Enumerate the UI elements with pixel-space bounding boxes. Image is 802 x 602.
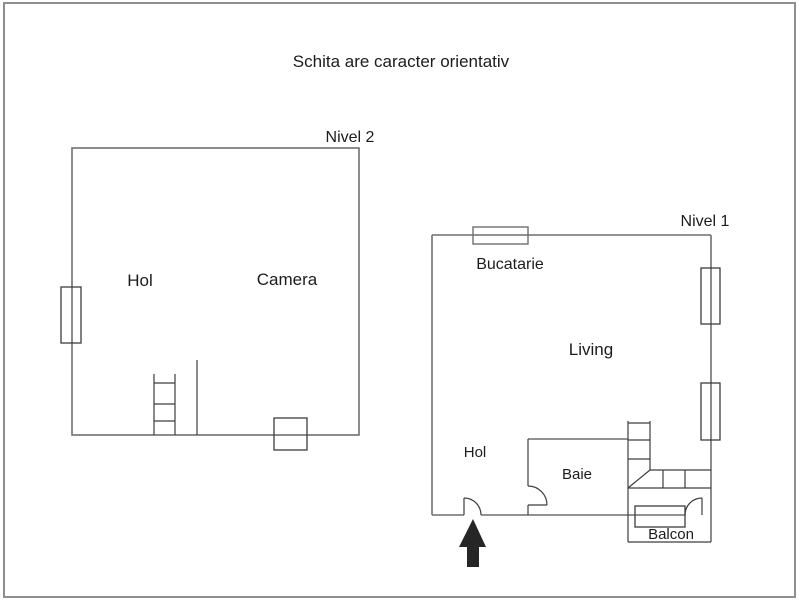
stairs <box>627 421 711 489</box>
level1-bucatarie-label: Bucatarie <box>476 256 544 273</box>
level1-right-window-lower <box>700 382 721 441</box>
baie-room-walls <box>527 438 628 515</box>
balcony <box>627 488 711 543</box>
level1-kitchen-window <box>472 226 529 245</box>
level1-plan <box>431 226 721 567</box>
level2-label: Nivel 2 <box>325 129 375 146</box>
level1-right-window-upper <box>700 267 721 325</box>
level1-baie-label: Baie <box>561 466 593 483</box>
level1-hol-label: Hol <box>463 444 487 461</box>
level2-ladder <box>153 374 176 435</box>
level2-camera-label: Camera <box>256 270 318 289</box>
image-border-frame <box>3 2 796 598</box>
level1-living-label: Living <box>568 340 614 359</box>
level2-left-window <box>60 286 82 344</box>
entrance-door <box>463 497 482 516</box>
sketch-title: Schita are caracter orientativ <box>292 52 510 71</box>
balcony-door-arc <box>684 497 703 516</box>
level1-balcon-label: Balcon <box>648 526 694 543</box>
level2-plan <box>60 147 360 451</box>
level1-label: Nivel 1 <box>680 213 730 230</box>
baie-door-arc <box>527 485 548 506</box>
level2-outer-walls <box>71 147 360 436</box>
balcony-window <box>634 505 686 528</box>
level2-bottom-window <box>273 417 308 451</box>
level2-hol-label: Hol <box>127 271 153 290</box>
entrance-arrow-icon <box>459 519 486 567</box>
